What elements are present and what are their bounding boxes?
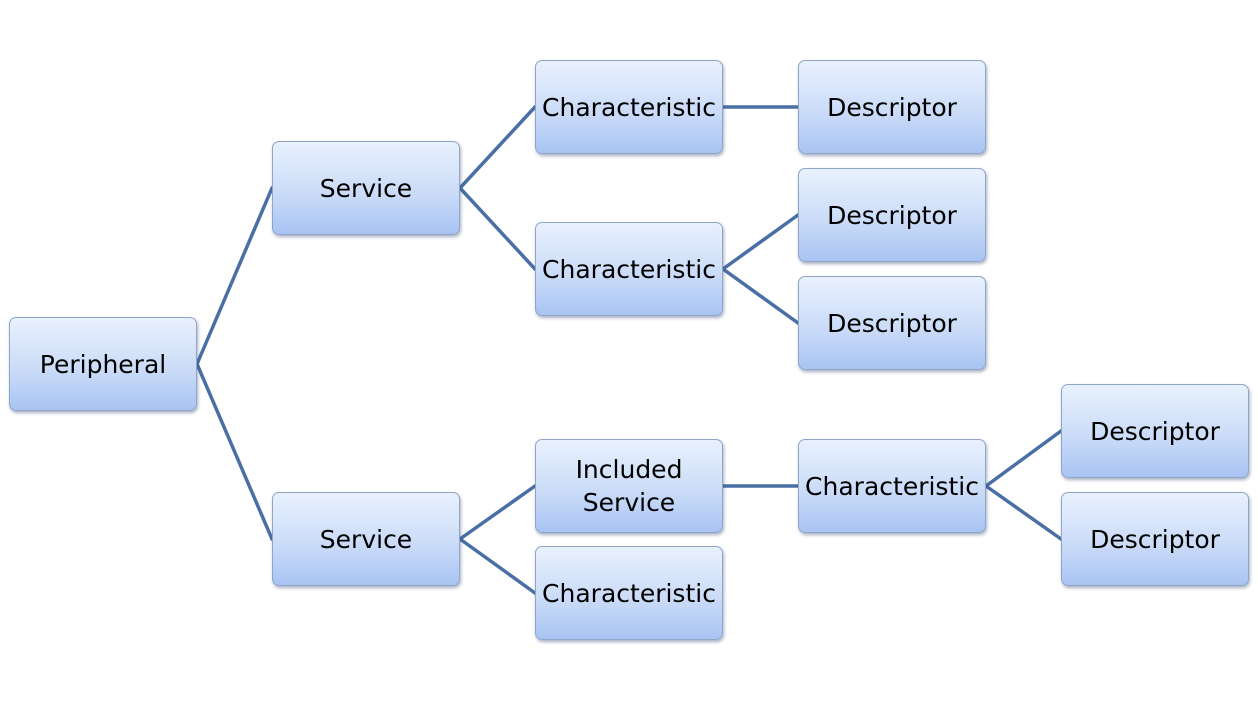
connector-characteristic2-to-descriptor3 [721,267,800,325]
descriptor-label-2: Descriptor [827,200,957,230]
descriptor-node-2: Descriptor [798,168,986,262]
characteristic-label-2: Characteristic [542,254,716,284]
connector-service1-to-characteristic1 [458,105,537,190]
descriptor-label-1: Descriptor [827,92,957,122]
characteristic-label-1: Characteristic [542,92,716,122]
service-label-1: Service [319,173,413,203]
descriptor-node-5: Descriptor [1061,492,1249,586]
service-node-2: Service [272,492,460,586]
characteristic-node-2: Characteristic [535,222,723,316]
peripheral-node: Peripheral [9,317,197,411]
included-service-node: Included Service [535,439,723,533]
descriptor-label-5: Descriptor [1090,524,1220,554]
characteristic-label-4: Characteristic [805,471,979,501]
connector-service2-to-included_service [458,484,537,541]
service-node-1: Service [272,141,460,235]
peripheral-label: Peripheral [39,349,167,379]
descriptor-node-4: Descriptor [1061,384,1249,478]
included-service-label: Included Service [575,455,683,517]
descriptor-node-1: Descriptor [798,60,986,154]
descriptor-label-4: Descriptor [1090,416,1220,446]
characteristic-node-1: Characteristic [535,60,723,154]
connector-characteristic4-to-descriptor5 [984,484,1063,541]
descriptor-node-3: Descriptor [798,276,986,370]
service-label-2: Service [319,524,413,554]
connector-characteristic4-to-descriptor4 [984,429,1063,488]
connector-peripheral-to-service2 [195,362,274,541]
characteristic-node-3: Characteristic [535,546,723,640]
connector-characteristic2-to-descriptor2 [721,213,800,271]
connector-service2-to-characteristic3 [458,537,537,595]
descriptor-label-3: Descriptor [827,308,957,338]
characteristic-node-4: Characteristic [798,439,986,533]
connector-peripheral-to-service1 [195,186,274,366]
characteristic-label-3: Characteristic [542,578,716,608]
connector-service1-to-characteristic2 [458,186,537,271]
